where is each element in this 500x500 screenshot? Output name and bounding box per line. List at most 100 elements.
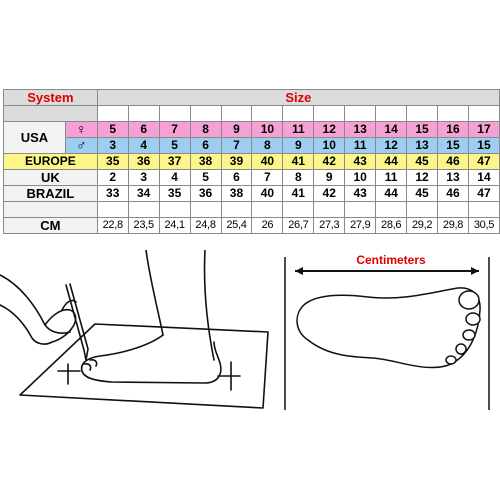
europe-size: 38: [189, 153, 222, 170]
cm-row: CM 22,8 23,5 24,1 24,8 25,4 26 26,7 27,3…: [3, 217, 500, 234]
usa-female-row: USA ♀ 5 6 7 8 9 10 11 12 13 14 15 16 17: [3, 121, 500, 154]
trace-mark: [217, 361, 241, 391]
europe-size: 35: [96, 153, 129, 170]
trace-mark: [57, 363, 81, 385]
cm-size: 26: [251, 217, 284, 234]
usa-label: USA: [3, 121, 66, 154]
europe-size: 45: [406, 153, 439, 170]
cm-size: 30,5: [467, 217, 500, 234]
spacer-cell: [220, 201, 253, 218]
spacer-cell: [251, 201, 284, 218]
brazil-size: 36: [189, 185, 222, 202]
usa-female-size: 17: [467, 121, 500, 138]
usa-male-size: 12: [375, 137, 408, 154]
brazil-label: BRAZIL: [3, 185, 98, 202]
europe-size: 44: [375, 153, 408, 170]
usa-male-size: 10: [313, 137, 346, 154]
toe-print: [462, 329, 476, 341]
toe-print: [458, 290, 480, 310]
usa-female-size: 12: [313, 121, 346, 138]
brazil-size: 35: [158, 185, 191, 202]
usa-female-size: 14: [375, 121, 408, 138]
europe-size: 46: [437, 153, 469, 170]
usa-male-size: 8: [251, 137, 284, 154]
cm-size: 28,6: [375, 217, 408, 234]
spacer-cell: [467, 105, 500, 122]
usa-female-size: 8: [189, 121, 222, 138]
brazil-size: 44: [375, 185, 408, 202]
usa-male-size: 13: [406, 137, 439, 154]
brazil-size: 41: [282, 185, 315, 202]
brazil-size: 33: [96, 185, 129, 202]
brazil-size: 38: [220, 185, 253, 202]
toe-print: [445, 355, 457, 365]
cm-size: 24,1: [158, 217, 191, 234]
usa-female-size: 16: [437, 121, 469, 138]
foot-outline: [80, 334, 222, 384]
usa-male-size: 9: [282, 137, 315, 154]
spacer-cell: [375, 105, 408, 122]
header-row: System Size: [3, 89, 500, 106]
europe-size: 37: [158, 153, 191, 170]
hand-outline: [44, 308, 77, 343]
cm-size: 29,2: [406, 217, 439, 234]
europe-row: EUROPE 35 36 37 38 39 40 41 42 43 44 45 …: [3, 153, 500, 170]
europe-size: 43: [344, 153, 377, 170]
uk-size: 4: [158, 169, 191, 186]
spacer-cell: [282, 105, 315, 122]
spacer-cell: [96, 105, 129, 122]
toe-print: [455, 343, 467, 355]
spacer-cell: [406, 105, 439, 122]
brazil-size: 34: [127, 185, 160, 202]
uk-size: 6: [220, 169, 253, 186]
pen-icon: [65, 283, 89, 361]
spacer-cell: [127, 201, 160, 218]
uk-label: UK: [3, 169, 98, 186]
brazil-size: 42: [313, 185, 346, 202]
brazil-row: BRAZIL 33 34 35 36 38 40 41 42 43 44 45 …: [3, 185, 500, 202]
usa-male-size: 4: [127, 137, 160, 154]
brazil-size: 46: [437, 185, 469, 202]
spacer-cell: [344, 201, 377, 218]
cm-size: 27,3: [313, 217, 346, 234]
spacer-cell: [96, 201, 129, 218]
cm-size: 26,7: [282, 217, 315, 234]
cm-size: 27,9: [344, 217, 377, 234]
cm-size: 24,8: [189, 217, 222, 234]
europe-size: 39: [220, 153, 253, 170]
usa-female-size: 6: [127, 121, 160, 138]
leg-outline: [145, 250, 215, 361]
europe-label: EUROPE: [3, 153, 98, 170]
arm-outline: [0, 274, 71, 334]
female-symbol-icon: ♀: [64, 121, 98, 138]
europe-size: 40: [251, 153, 284, 170]
size-header: Size: [96, 89, 500, 106]
europe-size: 41: [282, 153, 315, 170]
usa-male-row: ♂ 3 4 5 6 7 8 9 10 11 12 13 15 15: [4, 137, 500, 154]
usa-male-size: 5: [158, 137, 191, 154]
uk-size: 8: [282, 169, 315, 186]
europe-size: 47: [467, 153, 500, 170]
usa-female-size: 7: [158, 121, 191, 138]
male-symbol-icon: ♂: [64, 137, 98, 154]
spacer-cell: [437, 201, 469, 218]
spacer-cell: [313, 201, 346, 218]
brazil-size: 40: [251, 185, 284, 202]
usa-male-size: 7: [220, 137, 253, 154]
uk-size: 14: [467, 169, 500, 186]
usa-female-size: 15: [406, 121, 439, 138]
paper-sheet: [19, 323, 269, 409]
uk-size: 10: [344, 169, 377, 186]
uk-size: 3: [127, 169, 160, 186]
usa-male-size: 6: [189, 137, 222, 154]
brazil-size: 43: [344, 185, 377, 202]
spacer-cell: [344, 105, 377, 122]
spacer-cell: [375, 201, 408, 218]
spacer-cell: [437, 105, 469, 122]
spacer-cell: [189, 105, 222, 122]
usa-male-size: 15: [437, 137, 469, 154]
uk-size: 13: [437, 169, 469, 186]
uk-size: 2: [96, 169, 129, 186]
cm-size: 25,4: [220, 217, 253, 234]
spacer-cell: [3, 105, 98, 122]
